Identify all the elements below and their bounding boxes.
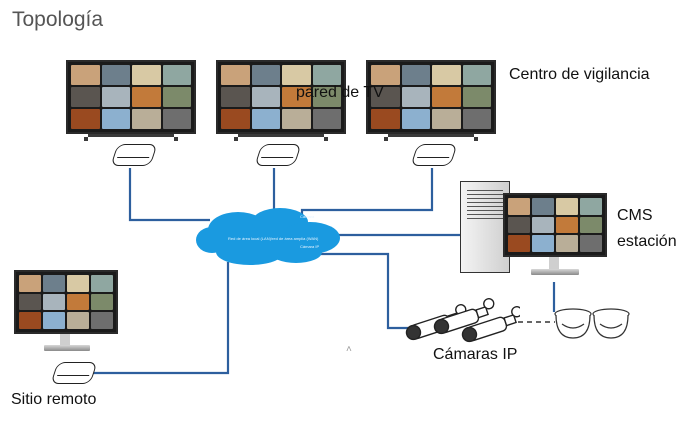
camera-feed-tile <box>432 87 461 107</box>
camera-feed-tile <box>312 87 341 107</box>
monitor-screen <box>14 270 118 334</box>
camera-feed-tile <box>508 235 530 252</box>
pc-tower-icon <box>460 181 510 273</box>
camera-feed-tile <box>19 312 41 329</box>
camera-feed-tile <box>282 65 311 85</box>
camera-feed-tile <box>162 87 191 107</box>
remote-monitor <box>14 270 118 355</box>
tv-wall-label: pared de TV <box>296 84 384 101</box>
remote-site-label: Sitio remoto <box>11 391 97 408</box>
camera-feed-tile <box>67 275 89 292</box>
camera-feed-tile <box>71 65 100 85</box>
tv-screen <box>366 60 496 134</box>
camera-feed-tile <box>282 109 311 129</box>
ip-cameras-label: Cámaras IP <box>433 346 518 363</box>
camera-feed-tile <box>371 109 400 129</box>
camera-feed-tile <box>251 87 280 107</box>
camera-feed-tile <box>67 293 89 311</box>
camera-feed-tile <box>162 109 191 129</box>
camera-feed-tile <box>532 235 554 252</box>
stray-mark: ˄ <box>346 344 352 355</box>
tv-monitor-2 <box>216 60 346 142</box>
camera-feed-tile <box>580 235 602 252</box>
camera-feed-tile <box>580 198 602 215</box>
camera-feed-tile <box>556 235 578 252</box>
camera-feed-tile <box>71 109 100 129</box>
camera-feed-tile <box>282 87 311 107</box>
camera-feed-tile <box>312 65 341 85</box>
tv-screen <box>216 60 346 134</box>
camera-feed-tile <box>221 87 250 107</box>
diagram-title: Topología <box>12 8 104 31</box>
wire-decoder-1-cloud <box>128 168 210 222</box>
wire-cloud-remote <box>92 262 230 375</box>
tv-monitor-1 <box>66 60 196 142</box>
camera-feed-tile <box>132 87 161 107</box>
camera-feed-tile <box>580 216 602 234</box>
wire-cloud-cameras <box>318 252 408 330</box>
camera-feed-tile <box>162 65 191 85</box>
camera-feed-tile <box>556 198 578 215</box>
camera-feed-tile <box>312 109 341 129</box>
tv-stand <box>388 134 474 137</box>
camera-feed-tile <box>101 65 130 85</box>
tv-stand <box>88 134 174 137</box>
tv-monitor-3 <box>366 60 496 142</box>
camera-feed-tile <box>19 275 41 292</box>
tv-stand <box>238 134 324 137</box>
camera-feed-tile <box>371 87 400 107</box>
camera-feed-tile <box>508 198 530 215</box>
camera-feed-tile <box>462 65 491 85</box>
cms-label-line1: CMS <box>617 207 653 224</box>
camera-feed-tile <box>91 312 113 329</box>
camera-feed-tile <box>101 87 130 107</box>
camera-feed-tile <box>556 216 578 234</box>
cloud-label-sub: Cámara IP <box>300 244 320 249</box>
camera-feed-tile <box>508 216 530 234</box>
camera-feed-tile <box>462 109 491 129</box>
wire-decoder-3-cloud <box>300 168 434 218</box>
dome-cameras-icon <box>554 308 630 339</box>
camera-feed-tile <box>432 109 461 129</box>
tv-screen <box>66 60 196 134</box>
monitor-screen <box>503 193 607 257</box>
monitoring-center-label: Centro de vigilancia <box>509 66 650 83</box>
network-cloud <box>196 208 340 265</box>
camera-feed-tile <box>19 293 41 311</box>
camera-feed-tile <box>43 312 65 329</box>
camera-feed-tile <box>101 109 130 129</box>
bullet-cameras-icon <box>405 298 520 343</box>
camera-feed-tile <box>91 275 113 292</box>
cms-label-line2: estación <box>617 233 677 250</box>
camera-feed-tile <box>401 87 430 107</box>
camera-feed-tile <box>462 87 491 107</box>
camera-feed-tile <box>71 87 100 107</box>
camera-feed-tile <box>371 65 400 85</box>
camera-feed-tile <box>401 65 430 85</box>
camera-feed-tile <box>401 109 430 129</box>
camera-feed-tile <box>532 198 554 215</box>
cloud-label-top: Cámara <box>300 214 315 219</box>
cloud-label-main: Red de área local (LAN)/red de área ampl… <box>228 236 319 241</box>
camera-feed-tile <box>67 312 89 329</box>
cms-monitor <box>503 193 607 278</box>
camera-feed-tile <box>43 293 65 311</box>
camera-feed-tile <box>132 65 161 85</box>
camera-feed-tile <box>132 109 161 129</box>
camera-feed-tile <box>91 293 113 311</box>
camera-feed-tile <box>532 216 554 234</box>
camera-feed-tile <box>221 65 250 85</box>
camera-feed-tile <box>432 65 461 85</box>
camera-feed-tile <box>251 109 280 129</box>
camera-feed-tile <box>251 65 280 85</box>
camera-feed-tile <box>221 109 250 129</box>
camera-feed-tile <box>43 275 65 292</box>
